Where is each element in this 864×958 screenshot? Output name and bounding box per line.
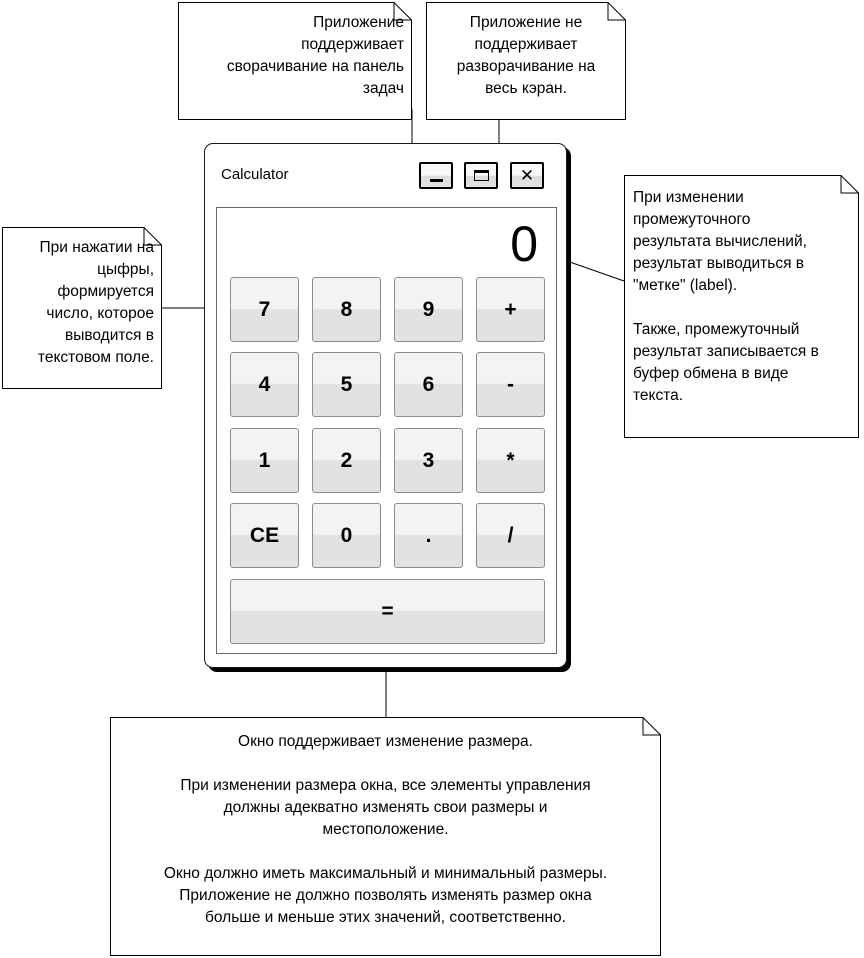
close-icon: ✕	[519, 166, 535, 186]
note-maximize-text: Приложение не поддерживает разворачивани…	[456, 14, 596, 97]
note-label: При изменении промежуточного результата …	[624, 175, 859, 438]
note-digits-text: При нажатии на цыфры, формируется число,…	[37, 239, 154, 366]
key-3[interactable]: 3	[394, 428, 463, 493]
key-6[interactable]: 6	[394, 352, 463, 417]
key-1[interactable]: 1	[230, 428, 299, 493]
key-8[interactable]: 8	[312, 277, 381, 342]
minimize-icon	[430, 179, 443, 182]
key-7[interactable]: 7	[230, 277, 299, 342]
note-shape	[178, 2, 412, 120]
note-shape	[426, 2, 626, 120]
close-button[interactable]: ✕	[510, 162, 544, 189]
note-resize-text: Окно поддерживает изменение размера. При…	[163, 733, 608, 926]
key-plus[interactable]: +	[476, 277, 545, 342]
note-shape	[2, 227, 162, 389]
note-digits: При нажатии на цыфры, формируется число,…	[2, 227, 162, 389]
key-4[interactable]: 4	[230, 352, 299, 417]
key-equals[interactable]: =	[230, 579, 545, 644]
note-label-text: При изменении промежуточного результата …	[633, 189, 819, 404]
note-shape	[110, 717, 661, 956]
key-9[interactable]: 9	[394, 277, 463, 342]
note-maximize: Приложение не поддерживает разворачивани…	[426, 2, 626, 120]
note-resize: Окно поддерживает изменение размера. При…	[110, 717, 661, 956]
key-clear-entry[interactable]: CE	[230, 503, 299, 568]
note-shape	[624, 175, 859, 438]
maximize-button[interactable]	[464, 162, 498, 189]
note-minimize: Приложение поддерживает сворачивание на …	[178, 2, 412, 120]
key-2[interactable]: 2	[312, 428, 381, 493]
window-title: Calculator	[221, 166, 289, 183]
key-5[interactable]: 5	[312, 352, 381, 417]
key-minus[interactable]: -	[476, 352, 545, 417]
maximize-icon	[474, 170, 489, 181]
key-decimal-point[interactable]: .	[394, 503, 463, 568]
key-multiply[interactable]: *	[476, 428, 545, 493]
note-minimize-text: Приложение поддерживает сворачивание на …	[226, 14, 404, 97]
minimize-button[interactable]	[419, 162, 453, 189]
key-0[interactable]: 0	[312, 503, 381, 568]
key-divide[interactable]: /	[476, 503, 545, 568]
result-label: 0	[510, 216, 538, 272]
